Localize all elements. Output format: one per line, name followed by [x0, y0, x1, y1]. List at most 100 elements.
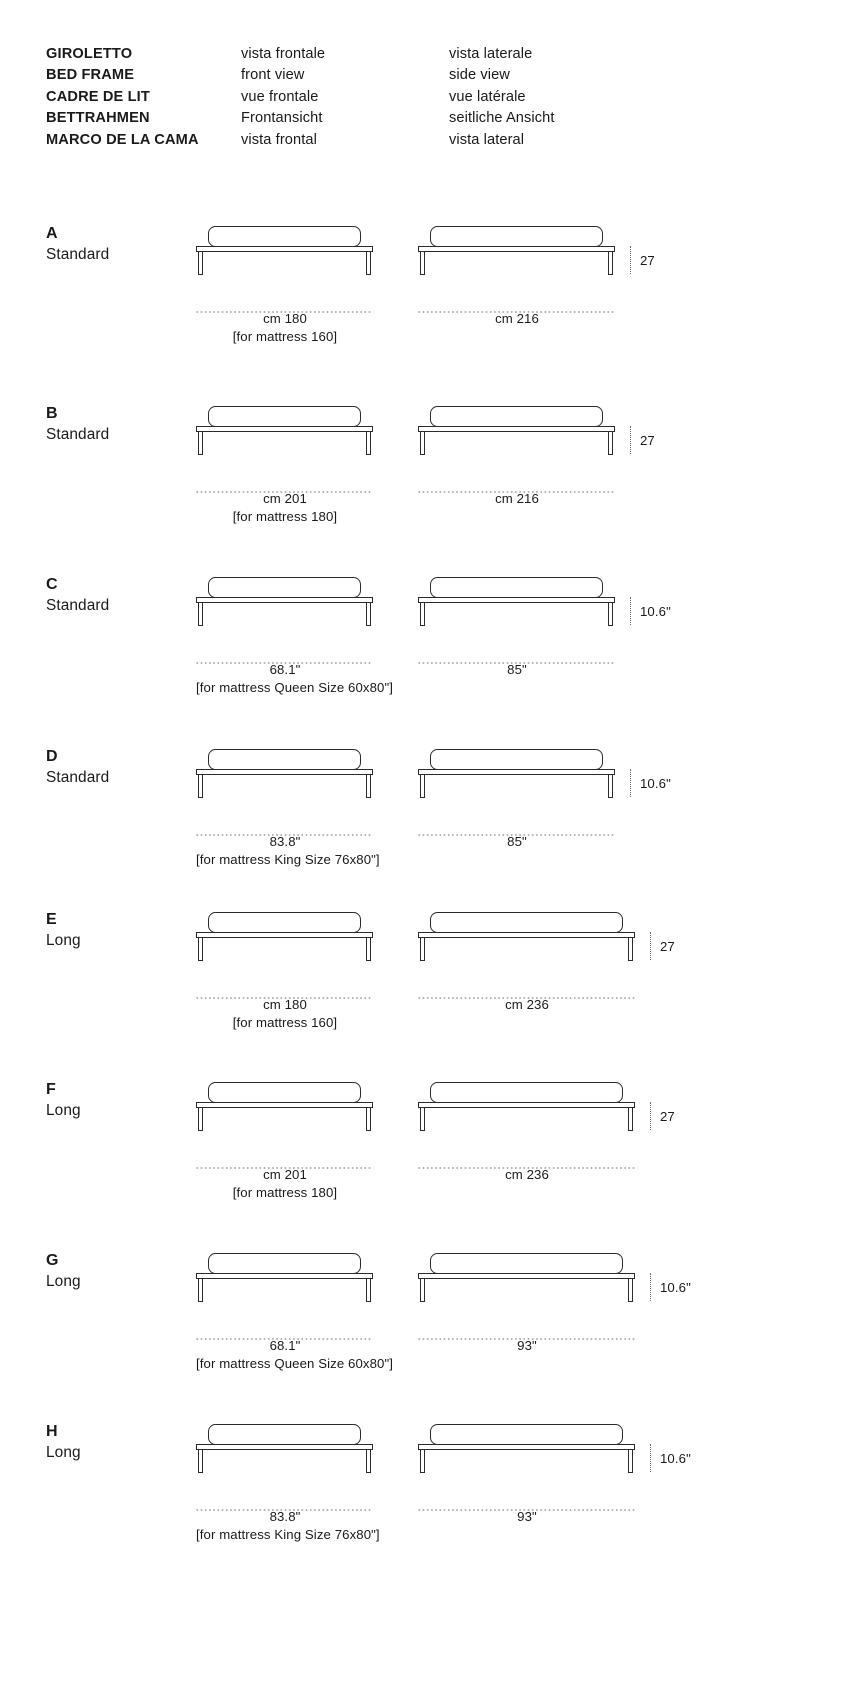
front-view-label: vue frontale — [241, 88, 319, 105]
frame-rail — [418, 1102, 635, 1108]
height-dimension-tick — [630, 769, 631, 797]
variant-label: F Long — [46, 1080, 196, 1121]
frame-rail — [196, 932, 373, 938]
leg-right — [366, 251, 371, 275]
front-dimension-caption: 68.1"[for mattress Queen Size 60x80"] — [196, 661, 393, 698]
side-dimension-caption: cm 236 — [418, 996, 636, 1014]
mattress-outline — [208, 226, 361, 247]
side-view-label: seitliche Ansicht — [449, 110, 555, 127]
frame-rail — [196, 597, 373, 603]
product-name-column: GIROLETTO BED FRAME CADRE DE LIT BETTRAH… — [46, 44, 241, 151]
front-view-drawing — [196, 1080, 374, 1134]
variant-letter: D — [46, 748, 58, 765]
leg-left — [420, 1449, 425, 1473]
leg-right — [628, 1278, 633, 1302]
side-view-drawing — [418, 1080, 636, 1134]
leg-right — [366, 1107, 371, 1131]
side-width-value: 93" — [517, 1509, 537, 1524]
side-view-drawing — [418, 1251, 636, 1305]
height-dimension-tick — [650, 1102, 651, 1130]
frame-rail — [196, 1273, 373, 1279]
product-name-line: MARCO DE LA CAMA — [46, 131, 199, 148]
height-annotation: 27 — [650, 932, 675, 960]
frame-rail — [418, 1273, 635, 1279]
mattress-outline — [208, 1082, 361, 1103]
mattress-size-note: [for mattress 160] — [232, 1015, 338, 1031]
height-dimension-tick — [630, 597, 631, 625]
height-annotation: 10.6" — [650, 1273, 691, 1301]
front-dimension-caption: cm 180[for mattress 160] — [196, 310, 374, 347]
variant-type: Long — [46, 932, 81, 949]
side-view-block: 85" — [418, 575, 616, 677]
mattress-outline — [208, 1253, 361, 1274]
leg-right — [628, 937, 633, 961]
leg-right — [628, 1449, 633, 1473]
variant-type: Standard — [46, 246, 110, 263]
height-annotation: 27 — [650, 1102, 675, 1130]
leg-right — [366, 431, 371, 455]
mattress-outline — [430, 406, 603, 427]
frame-rail — [196, 246, 373, 252]
front-view-block: cm 201 [for mattress 180] — [196, 1080, 374, 1200]
side-view-block: 93" — [418, 1251, 636, 1353]
side-view-label-column: vista laterale side view vue latérale se… — [449, 44, 669, 151]
front-view-label-column: vista frontale front view vue frontale F… — [241, 44, 449, 151]
front-dimension-caption: 68.1"[for mattress Queen Size 60x80"] — [196, 1337, 393, 1374]
variant-letter: A — [46, 225, 58, 242]
leg-left — [198, 1278, 203, 1302]
front-view-block: 83.8"[for mattress King Size 76x80"] — [196, 1422, 380, 1542]
leg-left — [198, 1449, 203, 1473]
height-value: 10.6" — [640, 775, 671, 791]
front-view-label: vista frontale — [241, 46, 326, 62]
side-view-drawing — [418, 404, 616, 458]
variant-letter: F — [46, 1081, 57, 1098]
leg-right — [608, 602, 613, 626]
side-dimension-caption: 85" — [418, 661, 616, 679]
mattress-outline — [430, 749, 603, 770]
leg-right — [366, 937, 371, 961]
side-width-value: cm 216 — [495, 491, 539, 506]
variant-letter: H — [46, 1423, 58, 1440]
side-width-value: cm 236 — [505, 997, 549, 1012]
leg-left — [198, 774, 203, 798]
mattress-size-note: [for mattress Queen Size 60x80"] — [196, 680, 393, 696]
mattress-outline — [208, 749, 361, 770]
product-name-line: BETTRAHMEN — [46, 110, 150, 127]
mattress-outline — [430, 577, 603, 598]
variant-label: B Standard — [46, 404, 196, 445]
front-view-drawing — [196, 224, 374, 278]
frame-rail — [418, 932, 635, 938]
height-dimension-tick — [650, 932, 651, 960]
side-view-label: vista lateral — [449, 131, 525, 148]
variant-letter: E — [46, 911, 57, 928]
front-dimension-caption: cm 180[for mattress 160] — [196, 996, 374, 1033]
frame-rail — [418, 1444, 635, 1450]
height-annotation: 10.6" — [630, 769, 671, 797]
mattress-size-note: [for mattress 180] — [232, 1185, 338, 1201]
front-dimension-caption: cm 201 [for mattress 180] — [196, 1166, 374, 1203]
front-dimension-caption: 83.8"[for mattress King Size 76x80"] — [196, 833, 380, 870]
front-width-value: cm 180 — [263, 311, 307, 326]
mattress-outline — [208, 1424, 361, 1445]
leg-right — [608, 431, 613, 455]
leg-left — [420, 431, 425, 455]
side-dimension-caption: 85" — [418, 833, 616, 851]
front-width-value: cm 201 — [263, 491, 307, 506]
front-view-drawing — [196, 575, 374, 629]
front-view-block: 68.1"[for mattress Queen Size 60x80"] — [196, 1251, 393, 1371]
mattress-outline — [208, 406, 361, 427]
frame-rail — [418, 597, 615, 603]
frame-rail — [418, 769, 615, 775]
frame-rail — [196, 769, 373, 775]
side-view-block: cm 236 — [418, 1080, 636, 1182]
height-dimension-tick — [630, 246, 631, 274]
leg-left — [420, 251, 425, 275]
side-view-block: 85" — [418, 747, 616, 849]
front-dimension-caption: 83.8"[for mattress King Size 76x80"] — [196, 1508, 380, 1545]
leg-right — [366, 774, 371, 798]
variant-label: D Standard — [46, 747, 196, 788]
height-value: 27 — [640, 432, 655, 448]
front-width-value: cm 201 — [263, 1167, 307, 1182]
front-view-drawing — [196, 1251, 374, 1305]
